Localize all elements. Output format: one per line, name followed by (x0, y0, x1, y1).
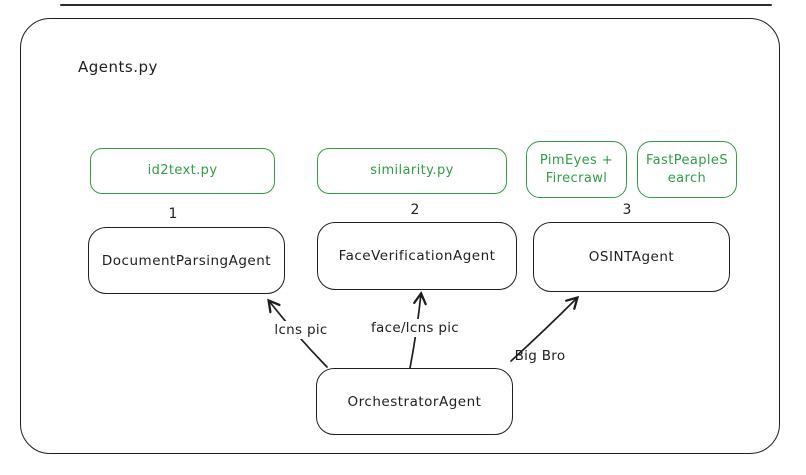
arrow-label-big-bro: Big Bro (514, 348, 566, 364)
frame-title: Agents.py (78, 58, 158, 76)
agent-number-1: 1 (168, 206, 178, 222)
arrow-label-face-lcns-pic: face/lcns pic (367, 319, 463, 337)
tool-box-similarity: similarity.py (317, 148, 507, 194)
agent-box-document-parsing: DocumentParsingAgent (88, 227, 285, 294)
agent-label: OrchestratorAgent (347, 393, 482, 410)
agent-number-3: 3 (622, 202, 632, 218)
tool-label: PimEyes + Firecrawl (539, 152, 614, 186)
tool-label: id2text.py (147, 163, 218, 179)
agent-number-2: 2 (410, 202, 420, 218)
agent-label: DocumentParsingAgent (101, 252, 272, 269)
agent-label: OSINTAgent (588, 249, 675, 265)
top-edge-line (60, 4, 772, 6)
agent-box-osint: OSINTAgent (533, 222, 730, 292)
agent-box-face-verification: FaceVerificationAgent (317, 222, 517, 290)
agents-frame (20, 18, 780, 454)
tool-label: similarity.py (370, 163, 454, 179)
tool-box-pimeyes-firecrawl: PimEyes + Firecrawl (526, 141, 627, 198)
agent-label: FaceVerificationAgent (338, 248, 496, 264)
agent-box-orchestrator: OrchestratorAgent (316, 368, 513, 435)
tool-box-fastpeoplesearch: FastPeapleS earch (637, 141, 737, 198)
arrow-label-lcns-pic: lcns pic (270, 321, 332, 339)
tool-label: FastPeapleS earch (646, 152, 728, 186)
tool-box-id2text: id2text.py (90, 148, 275, 194)
